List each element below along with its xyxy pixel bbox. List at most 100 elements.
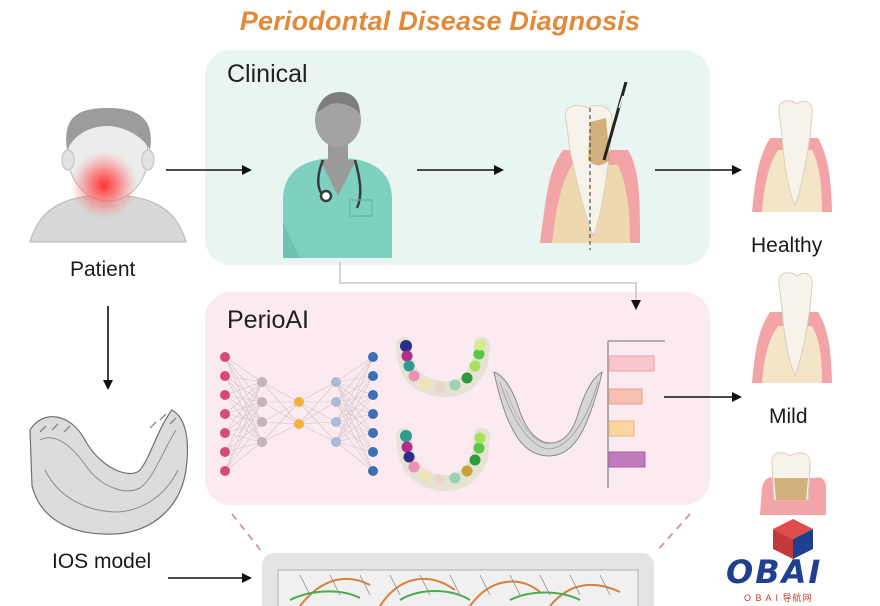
nn-edge (335, 356, 374, 383)
severe-tooth-icon (760, 452, 826, 515)
nn-node-layer-5 (368, 466, 378, 476)
ios-3d-model-icon (29, 409, 189, 535)
nn-edge (224, 381, 263, 472)
nn-edge (335, 381, 374, 396)
nn-edge (224, 375, 263, 403)
segmented-upper-arch-icon (396, 337, 490, 398)
nn-edge (335, 401, 374, 453)
nn-node-layer-2 (257, 377, 267, 387)
nn-edge (335, 413, 374, 443)
severity-bars-icon (607, 340, 665, 488)
nn-node-layer-5 (368, 371, 378, 381)
nn-edge (335, 375, 374, 443)
nn-edge (261, 401, 300, 423)
nn-edge (224, 381, 263, 434)
patient-label: Patient (70, 258, 136, 281)
nn-edge (224, 394, 263, 443)
outcome-label-healthy: Healthy (751, 234, 823, 257)
nn-edge (335, 381, 374, 453)
nn-edge (335, 421, 374, 453)
nn-edge (224, 356, 263, 403)
nn-edge (224, 375, 263, 443)
nn-edge (335, 381, 374, 415)
nn-edge (335, 381, 374, 434)
neural-network-icon (224, 356, 374, 472)
nn-edge (261, 401, 300, 425)
nn-edge (335, 375, 374, 383)
nn-edge (335, 356, 374, 443)
nn-edge (224, 356, 263, 383)
nn-node-layer-1 (220, 352, 230, 362)
nn-edge (298, 381, 337, 425)
nn-edge (224, 401, 263, 472)
nn-node-layer-3 (294, 419, 304, 429)
nn-node-layer-2 (257, 397, 267, 407)
healthy-tooth-icon (752, 100, 832, 212)
nn-edge (335, 441, 374, 453)
neural-network-nodes (220, 352, 378, 476)
nn-edge (224, 356, 263, 423)
diagram-title: Periodontal Disease Diagnosis (239, 6, 641, 36)
perioai-panel-label: PerioAI (227, 306, 309, 334)
nn-edge (224, 381, 263, 453)
obai-logo-icon (773, 519, 813, 559)
nn-edge (224, 394, 263, 423)
outcome-label-mild: Mild (769, 405, 808, 428)
mandible-mesh-icon (493, 370, 603, 457)
nn-node-layer-5 (368, 409, 378, 419)
nn-node-layer-5 (368, 352, 378, 362)
zoom-detail-panel (262, 553, 654, 606)
nn-node-layer-1 (220, 371, 230, 381)
nn-edge (224, 381, 263, 396)
nn-node-layer-4 (331, 437, 341, 447)
nn-edge (224, 356, 263, 443)
probed-tooth-icon (540, 81, 640, 250)
nn-edge (224, 375, 263, 383)
patient-figure-icon (29, 108, 187, 243)
nn-node-layer-1 (220, 447, 230, 457)
nn-node-layer-5 (368, 447, 378, 457)
nn-edge (224, 441, 263, 453)
nn-edge (261, 421, 300, 425)
doctor-icon (283, 92, 392, 258)
mild-tooth-icon (752, 272, 832, 383)
nn-edge (224, 394, 263, 403)
nn-node-layer-1 (220, 428, 230, 438)
nn-edge (224, 381, 263, 415)
nn-edge (335, 401, 374, 434)
logo-text: OBAI (726, 553, 823, 591)
nn-edge (335, 356, 374, 423)
segmented-lower-arch-icon (396, 428, 490, 492)
zoom-line-left (231, 513, 263, 553)
nn-edge (298, 423, 337, 443)
nn-edge (261, 401, 300, 443)
nn-edge (335, 401, 374, 472)
zoom-line-right (655, 513, 691, 553)
nn-edge (224, 441, 263, 472)
nn-edge (298, 421, 337, 425)
nn-node-layer-4 (331, 417, 341, 427)
nn-edge (335, 413, 374, 423)
nn-edge (335, 421, 374, 434)
nn-edge (335, 441, 374, 472)
clinical-panel-label: Clinical (227, 60, 308, 88)
nn-edge (224, 432, 263, 443)
nn-node-layer-1 (220, 390, 230, 400)
nn-node-layer-5 (368, 390, 378, 400)
nn-edge (335, 432, 374, 443)
nn-edge (335, 401, 374, 415)
nn-node-layer-2 (257, 437, 267, 447)
nn-edge (298, 401, 337, 443)
nn-edge (298, 401, 337, 423)
nn-node-layer-1 (220, 409, 230, 419)
nn-edge (261, 381, 300, 403)
nn-node-layer-4 (331, 397, 341, 407)
nn-edge (224, 421, 263, 472)
logo-subtitle: O B A I 导航网 (744, 593, 813, 603)
nn-node-layer-2 (257, 417, 267, 427)
nn-edge (261, 423, 300, 443)
nn-edge (224, 375, 263, 423)
nn-edge (224, 413, 263, 443)
nn-node-layer-4 (331, 377, 341, 387)
